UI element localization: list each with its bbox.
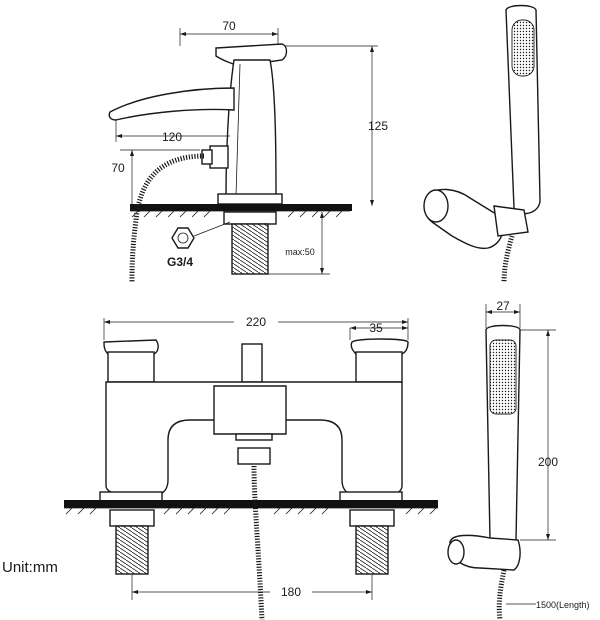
dim-overall-width: 220	[103, 315, 409, 340]
dim-handset-length: 200	[520, 329, 558, 541]
dim-hose-length: 1500(Length)	[506, 600, 590, 610]
handset-spray-face	[489, 339, 517, 415]
dim-side-width: 70	[179, 19, 279, 46]
dim-side-height-label: 125	[368, 119, 388, 133]
dim-side-width-label: 70	[222, 19, 236, 33]
spout	[108, 87, 235, 121]
spray-face	[511, 19, 535, 77]
front-hose	[251, 465, 265, 620]
dim-side-height: 125	[282, 45, 388, 206]
right-handle-stem	[355, 351, 403, 383]
diverter-pull	[241, 343, 263, 383]
dim-diverter-height-label: 70	[111, 161, 125, 175]
wall-bracket	[449, 534, 521, 571]
dim-thread-depth: max:50 ​	[268, 212, 330, 275]
dim-overall-width-label: 220	[246, 315, 266, 329]
dim-handset-length-label: 200	[538, 455, 558, 469]
dim-handle-width: 35	[349, 321, 408, 340]
handset-front-view: 27 200 1500(Length)	[447, 299, 590, 620]
wall-bracket-mount	[447, 539, 465, 565]
front-countertop	[64, 500, 438, 508]
dim-handle-width-label: 35	[369, 321, 383, 335]
diverter-connector	[201, 149, 213, 165]
dim-centres: 180	[131, 574, 373, 600]
dim-spout-reach: 120	[115, 120, 230, 144]
left-nut	[109, 509, 155, 527]
thread-size-callout: G3/4	[167, 221, 231, 269]
dim-handset-width: 27	[485, 299, 521, 328]
thread-size-label: G3/4	[167, 255, 193, 269]
countertop-hatch	[130, 210, 350, 218]
faucet-body	[225, 59, 277, 197]
bracket	[423, 188, 529, 250]
hose-connector	[237, 447, 271, 465]
right-nut	[349, 509, 395, 527]
handset-bracket-view	[423, 4, 541, 283]
dim-diverter-height: 70	[111, 149, 200, 206]
handset-hose	[496, 569, 507, 620]
dim-thread-depth-label: max:50	[285, 247, 315, 257]
dim-centres-label: 180	[281, 585, 301, 599]
unit-label: Unit:mm	[2, 559, 58, 576]
front-spout	[213, 385, 287, 435]
countertop	[130, 204, 352, 211]
base-collar	[217, 193, 283, 205]
left-handle-stem	[107, 351, 155, 383]
dim-handset-width-label: 27	[496, 299, 510, 313]
front-spout-outlet	[235, 433, 273, 441]
front-countertop-hatch	[64, 507, 438, 515]
right-handle	[350, 338, 409, 355]
bracket-hose	[501, 235, 515, 283]
dim-hose-length-label: 1500(Length)	[536, 600, 590, 610]
front-elevation-view: 220 35	[2, 315, 438, 620]
dim-spout-reach-label: 120	[162, 130, 182, 144]
mounting-nut	[223, 211, 277, 225]
side-elevation-view: 70 125 120 70	[108, 19, 388, 283]
